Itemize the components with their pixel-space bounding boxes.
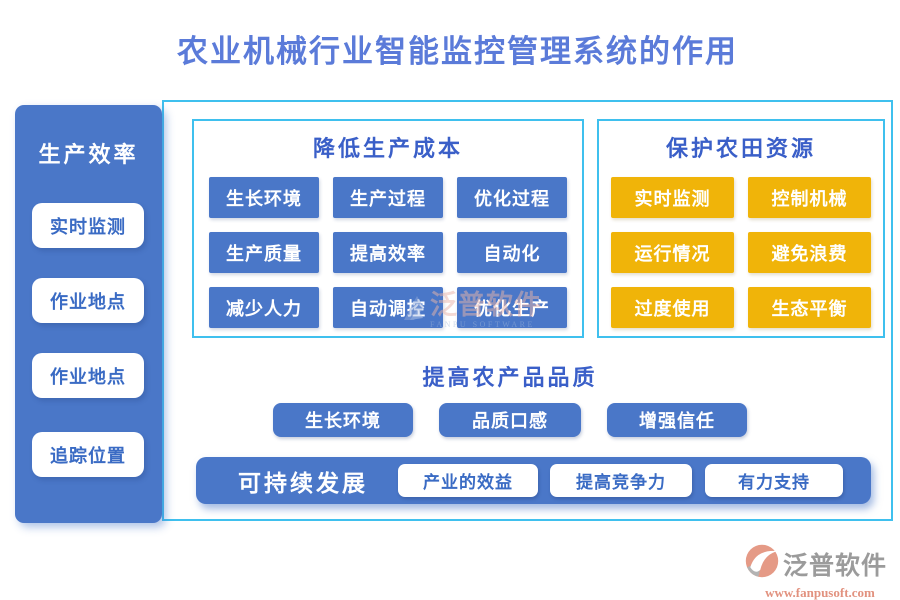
fanpu-logo[interactable]: 泛普软件 www.fanpusoft.com — [744, 543, 896, 600]
sidebar-item-work-location-2[interactable]: 作业地点 — [32, 353, 144, 398]
farm-button-realtime[interactable]: 实时监测 — [611, 177, 734, 218]
quality-button-trust[interactable]: 增强信任 — [607, 403, 747, 437]
cost-button-auto-control[interactable]: 自动调控 — [333, 287, 443, 328]
sidebar-item-realtime-monitor[interactable]: 实时监测 — [32, 203, 144, 248]
fanpu-logo-name: 泛普软件 — [783, 552, 888, 580]
sustain-button-industry-benefit[interactable]: 产业的效益 — [398, 464, 538, 497]
section-product-quality: 提高农产品品质 生长环境 品质口感 增强信任 — [147, 360, 873, 437]
bar-sustainable-development: 可持续发展 产业的效益 提高竞争力 有力支持 — [196, 457, 871, 504]
cost-button-optimize-prod[interactable]: 优化生产 — [457, 287, 567, 328]
sidebar-item-work-location-1[interactable]: 作业地点 — [32, 278, 144, 323]
cost-button-automation[interactable]: 自动化 — [457, 232, 567, 273]
quality-button-taste[interactable]: 品质口感 — [439, 403, 581, 437]
farm-button-overuse[interactable]: 过度使用 — [611, 287, 734, 328]
panel-farmland-title: 保护农田资源 — [665, 136, 816, 161]
sustain-button-support[interactable]: 有力支持 — [705, 464, 843, 497]
quality-title: 提高农产品品质 — [422, 365, 598, 390]
sustainability-label: 可持续发展 — [238, 470, 368, 496]
cost-button-quality[interactable]: 生产质量 — [209, 232, 319, 273]
sustain-button-competitiveness[interactable]: 提高竞争力 — [550, 464, 692, 497]
sidebar-production-efficiency: 生产效率 实时监测 作业地点 作业地点 追踪位置 — [15, 105, 162, 523]
fanpu-logo-icon — [744, 543, 780, 584]
cost-button-less-labor[interactable]: 减少人力 — [209, 287, 319, 328]
panel-cost-reduction: 降低生产成本 生长环境 生产过程 优化过程 生产质量 提高效率 自动化 减少人力… — [192, 119, 584, 338]
farm-button-status[interactable]: 运行情况 — [611, 232, 734, 273]
panel-farmland-protection: 保护农田资源 实时监测 控制机械 运行情况 避免浪费 过度使用 生态平衡 — [597, 119, 885, 338]
cost-button-process[interactable]: 生产过程 — [333, 177, 443, 218]
page-title: 农业机械行业智能监控管理系统的作用 — [177, 34, 738, 69]
farm-button-eco-balance[interactable]: 生态平衡 — [748, 287, 871, 328]
cost-button-optimize[interactable]: 优化过程 — [457, 177, 567, 218]
sidebar-title: 生产效率 — [38, 142, 139, 167]
cost-button-efficiency[interactable]: 提高效率 — [333, 232, 443, 273]
farm-button-control[interactable]: 控制机械 — [748, 177, 871, 218]
sidebar-item-track-position[interactable]: 追踪位置 — [32, 432, 144, 477]
fanpu-logo-url[interactable]: www.fanpusoft.com — [765, 585, 875, 600]
cost-button-growth-env[interactable]: 生长环境 — [209, 177, 319, 218]
panel-cost-title: 降低生产成本 — [312, 136, 463, 161]
quality-button-growth-env[interactable]: 生长环境 — [273, 403, 413, 437]
farm-button-no-waste[interactable]: 避免浪费 — [748, 232, 871, 273]
